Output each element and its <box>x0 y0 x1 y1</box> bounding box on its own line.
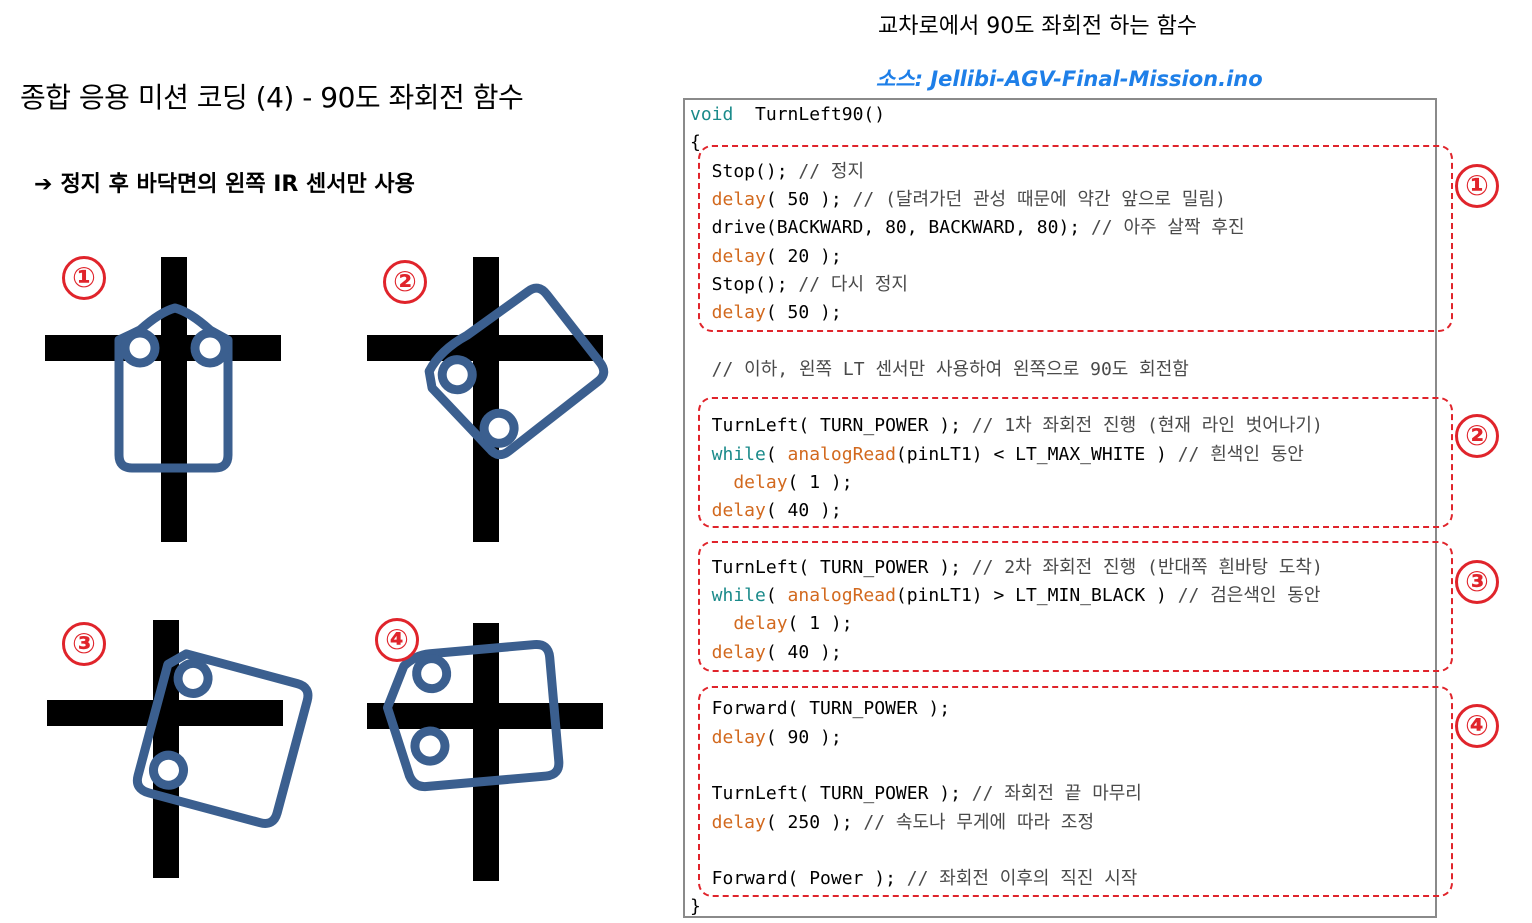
code-line: Stop(); // 정지 <box>690 158 864 186</box>
code-line: TurnLeft( TURN_POWER ); // 2차 좌회전 진행 (반대… <box>690 554 1323 582</box>
code-token: Forward( TURN_POWER ); <box>690 698 951 720</box>
code-token: void <box>690 104 734 125</box>
code-line: { <box>690 129 701 157</box>
code-line: } <box>690 893 701 921</box>
code-token: delay <box>690 188 766 210</box>
code-line: Stop(); // 다시 정지 <box>690 271 908 299</box>
code-token: Stop(); <box>690 160 799 182</box>
code-token: delay <box>690 500 766 522</box>
code-line: TurnLeft( TURN_POWER ); // 좌회전 끝 마무리 <box>690 780 1142 808</box>
code-token: ( <box>765 585 788 607</box>
step-1-marker: ① <box>1455 164 1499 208</box>
step-2-box <box>698 397 1453 528</box>
code-token: // 흰색인 동안 <box>1177 443 1304 465</box>
step-4-box <box>698 686 1453 897</box>
step-2-marker: ② <box>1455 414 1499 458</box>
code-line: delay( 250 ); // 속도나 무게에 따라 조정 <box>690 809 1094 837</box>
code-token: TurnLeft( TURN_POWER ); <box>690 783 972 805</box>
step-4-diagram <box>367 623 603 881</box>
code-token: TurnLeft( TURN_POWER ); <box>690 415 972 437</box>
code-token: // 좌회전 이후의 직진 시작 <box>906 868 1138 890</box>
code-token: (pinLT1) < LT_MAX_WHITE ) <box>895 443 1178 465</box>
step-2-diagram <box>367 257 609 542</box>
subtitle: ➔ 정지 후 바닥면의 왼쪽 IR 센서만 사용 <box>34 166 415 198</box>
slide-title: 종합 응용 미션 코딩 (4) - 90도 좌회전 함수 <box>20 81 524 114</box>
code-line: while( analogRead(pinLT1) < LT_MAX_WHITE… <box>690 441 1304 469</box>
code-token: Stop(); <box>690 273 799 295</box>
code-line: delay( 50 ); <box>690 299 842 327</box>
code-token: delay <box>690 726 766 748</box>
code-heading: 교차로에서 90도 좌회전 하는 함수 <box>878 14 1198 39</box>
step-3-box <box>698 541 1453 672</box>
step-1-label: ① <box>62 256 106 300</box>
code-token: ( 90 ); <box>765 726 842 748</box>
code-token: // 속도나 무게에 따라 조정 <box>863 811 1095 833</box>
code-line: TurnLeft( TURN_POWER ); // 1차 좌회전 진행 (현재… <box>690 412 1323 440</box>
code-token: ( 20 ); <box>765 245 842 267</box>
code-line: delay( 1 ); <box>690 469 853 497</box>
code-token: drive(BACKWARD, 80, BACKWARD, 80); <box>690 217 1091 239</box>
code-token: // 좌회전 끝 마무리 <box>971 783 1142 805</box>
code-line: void TurnLeft90() <box>690 101 885 129</box>
code-token: ( 40 ); <box>765 641 842 663</box>
subtitle-text: 정지 후 바닥면의 왼쪽 IR 센서만 사용 <box>60 172 415 197</box>
code-token: Forward( Power ); <box>690 868 907 890</box>
code-line: delay( 50 ); // (달려가던 관성 때문에 약간 앞으로 밀림) <box>690 186 1226 214</box>
code-token: while <box>690 585 766 607</box>
code-line: delay( 90 ); <box>690 724 842 752</box>
code-line: drive(BACKWARD, 80, BACKWARD, 80); // 아주… <box>690 214 1245 242</box>
arrow-right-icon: ➔ <box>34 172 53 197</box>
code-token: ( 250 ); <box>765 811 864 833</box>
step-3-marker: ③ <box>1455 560 1499 604</box>
code-line: Forward( TURN_POWER ); <box>690 695 950 723</box>
code-line: delay( 40 ); <box>690 639 842 667</box>
step-4-label: ④ <box>375 618 419 662</box>
code-box: void TurnLeft90(){ Stop(); // 정지 delay( … <box>683 98 1437 918</box>
code-line: Forward( Power ); // 좌회전 이후의 직진 시작 <box>690 865 1138 893</box>
step-1-diagram <box>45 257 281 542</box>
code-token: ( <box>765 443 788 465</box>
source-filename: 소스: Jellibi-AGV-Final-Mission.ino <box>876 67 1263 91</box>
code-token: analogRead <box>787 585 896 607</box>
code-token: analogRead <box>787 443 896 465</box>
code-token: TurnLeft90() <box>733 104 886 125</box>
code-line: delay( 40 ); <box>690 497 842 525</box>
code-token: { <box>690 132 701 154</box>
code-token: delay <box>690 302 766 324</box>
code-token: // 정지 <box>798 160 865 182</box>
code-line: delay( 20 ); <box>690 243 842 271</box>
robot-body <box>114 303 233 473</box>
code-token: while <box>690 443 766 465</box>
code-token: // 이하, 왼쪽 LT 센서만 사용하여 왼쪽으로 90도 회전함 <box>690 358 1189 380</box>
turn-sequence-diagram <box>45 257 609 881</box>
code-token: ( 50 ); <box>765 188 853 210</box>
code-token: // (달려가던 관성 때문에 약간 앞으로 밀림) <box>852 188 1226 210</box>
code-token: // 1차 좌회전 진행 (현재 라인 벗어나기) <box>971 415 1323 437</box>
code-token: ( 1 ); <box>787 471 853 493</box>
code-line: while( analogRead(pinLT1) > LT_MIN_BLACK… <box>690 582 1321 610</box>
code-token: ( 50 ); <box>765 302 842 324</box>
code-token: delay <box>690 811 766 833</box>
code-token: // 검은색인 동안 <box>1177 585 1321 607</box>
code-token: // 2차 좌회전 진행 (반대쪽 흰바탕 도착) <box>971 556 1323 578</box>
step-3-label: ③ <box>62 622 106 666</box>
code-token: delay <box>690 641 766 663</box>
code-line: delay( 1 ); <box>690 610 853 638</box>
code-line: // 이하, 왼쪽 LT 센서만 사용하여 왼쪽으로 90도 회전함 <box>690 356 1189 384</box>
code-token: delay <box>690 471 788 493</box>
step-4-marker: ④ <box>1455 704 1499 748</box>
code-token: ( 1 ); <box>787 613 853 635</box>
step-1-box <box>698 145 1453 332</box>
code-token: delay <box>690 613 788 635</box>
step-2-label: ② <box>383 260 427 304</box>
code-token: TurnLeft( TURN_POWER ); <box>690 556 972 578</box>
code-token: // 다시 정지 <box>798 273 908 295</box>
code-token: } <box>690 896 701 918</box>
code-token: delay <box>690 245 766 267</box>
code-token: (pinLT1) > LT_MIN_BLACK ) <box>895 585 1178 607</box>
code-token: ( 40 ); <box>765 500 842 522</box>
code-token: // 아주 살짝 후진 <box>1090 217 1245 239</box>
step-3-diagram <box>47 620 313 878</box>
